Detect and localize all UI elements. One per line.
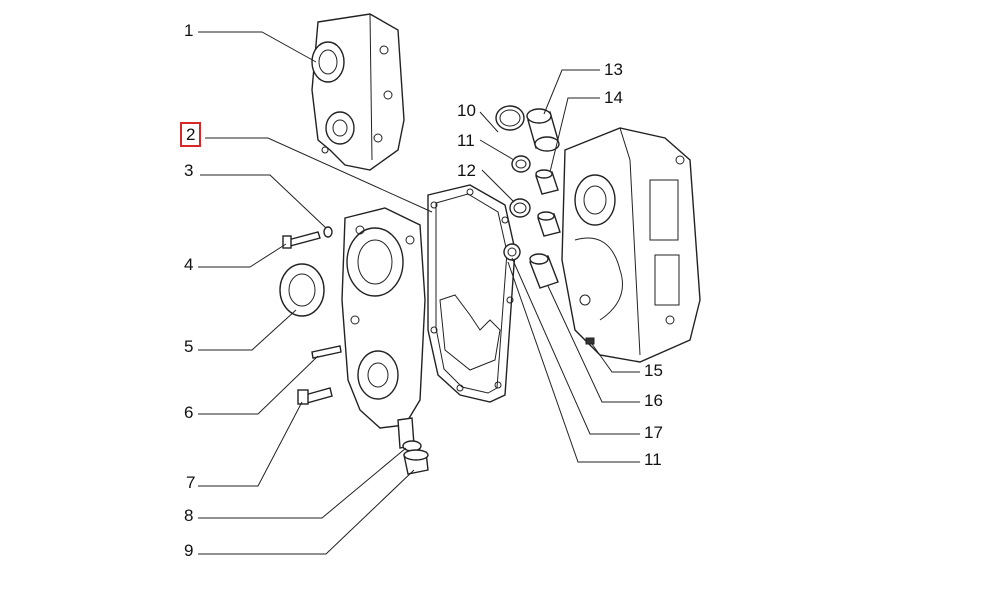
leader-1	[198, 31, 317, 63]
part-3-washer	[323, 226, 333, 238]
part-1-housing	[311, 13, 405, 171]
part-6-stud	[311, 345, 342, 359]
leader-7	[198, 401, 303, 487]
leader-lines	[198, 31, 640, 555]
leader-6	[198, 355, 319, 415]
leader-10	[479, 111, 499, 133]
part-17-bushing	[537, 211, 561, 237]
part-5-seal	[279, 263, 325, 317]
callout-11-upper: 11	[457, 131, 475, 150]
leader-11a	[479, 139, 515, 161]
callout-16: 16	[644, 391, 663, 410]
callout-9: 9	[184, 541, 194, 560]
part-13-bushing	[526, 108, 560, 152]
leader-8	[198, 447, 407, 519]
part-16-sleeve	[529, 253, 559, 289]
leader-4	[198, 243, 287, 268]
callout-7: 7	[186, 473, 196, 492]
leader-12	[481, 169, 515, 203]
leader-14	[549, 97, 600, 173]
callout-5: 5	[184, 337, 194, 356]
callout-4: 4	[184, 255, 194, 274]
callout-6: 6	[184, 403, 194, 422]
leader-9	[198, 469, 415, 555]
leader-5	[198, 309, 297, 351]
callout-1: 1	[184, 21, 194, 40]
gearbox-housing	[561, 127, 701, 363]
callout-8: 8	[184, 506, 194, 525]
callout-10: 10	[457, 101, 476, 120]
part-7-bolt	[297, 387, 333, 405]
callout-3: 3	[184, 161, 194, 180]
part-15-pin	[585, 337, 595, 345]
leader-11b	[507, 261, 640, 463]
part-4-bolt	[282, 231, 321, 249]
leader-16	[547, 285, 640, 403]
part-11-o-ring-upper	[511, 155, 531, 173]
callout-12: 12	[457, 161, 476, 180]
part-2-gasket	[427, 184, 516, 403]
callout-14: 14	[604, 88, 623, 107]
leader-13	[543, 69, 600, 115]
leader-2	[205, 137, 433, 213]
callout-11-lower: 11	[644, 450, 662, 469]
part-12-o-ring	[509, 198, 531, 218]
part-14-bushing	[535, 169, 559, 195]
leader-15	[591, 343, 640, 373]
cover-housing	[341, 207, 426, 449]
part-10-snap-ring	[495, 105, 525, 131]
part-11-o-ring-lower	[503, 243, 521, 261]
callout-2: 2	[179, 122, 202, 147]
callout-17: 17	[644, 423, 663, 442]
part-9-plug	[403, 449, 429, 475]
callout-15: 15	[644, 361, 663, 380]
callout-13: 13	[604, 60, 623, 79]
leader-17	[511, 257, 640, 435]
leader-3	[200, 174, 327, 229]
